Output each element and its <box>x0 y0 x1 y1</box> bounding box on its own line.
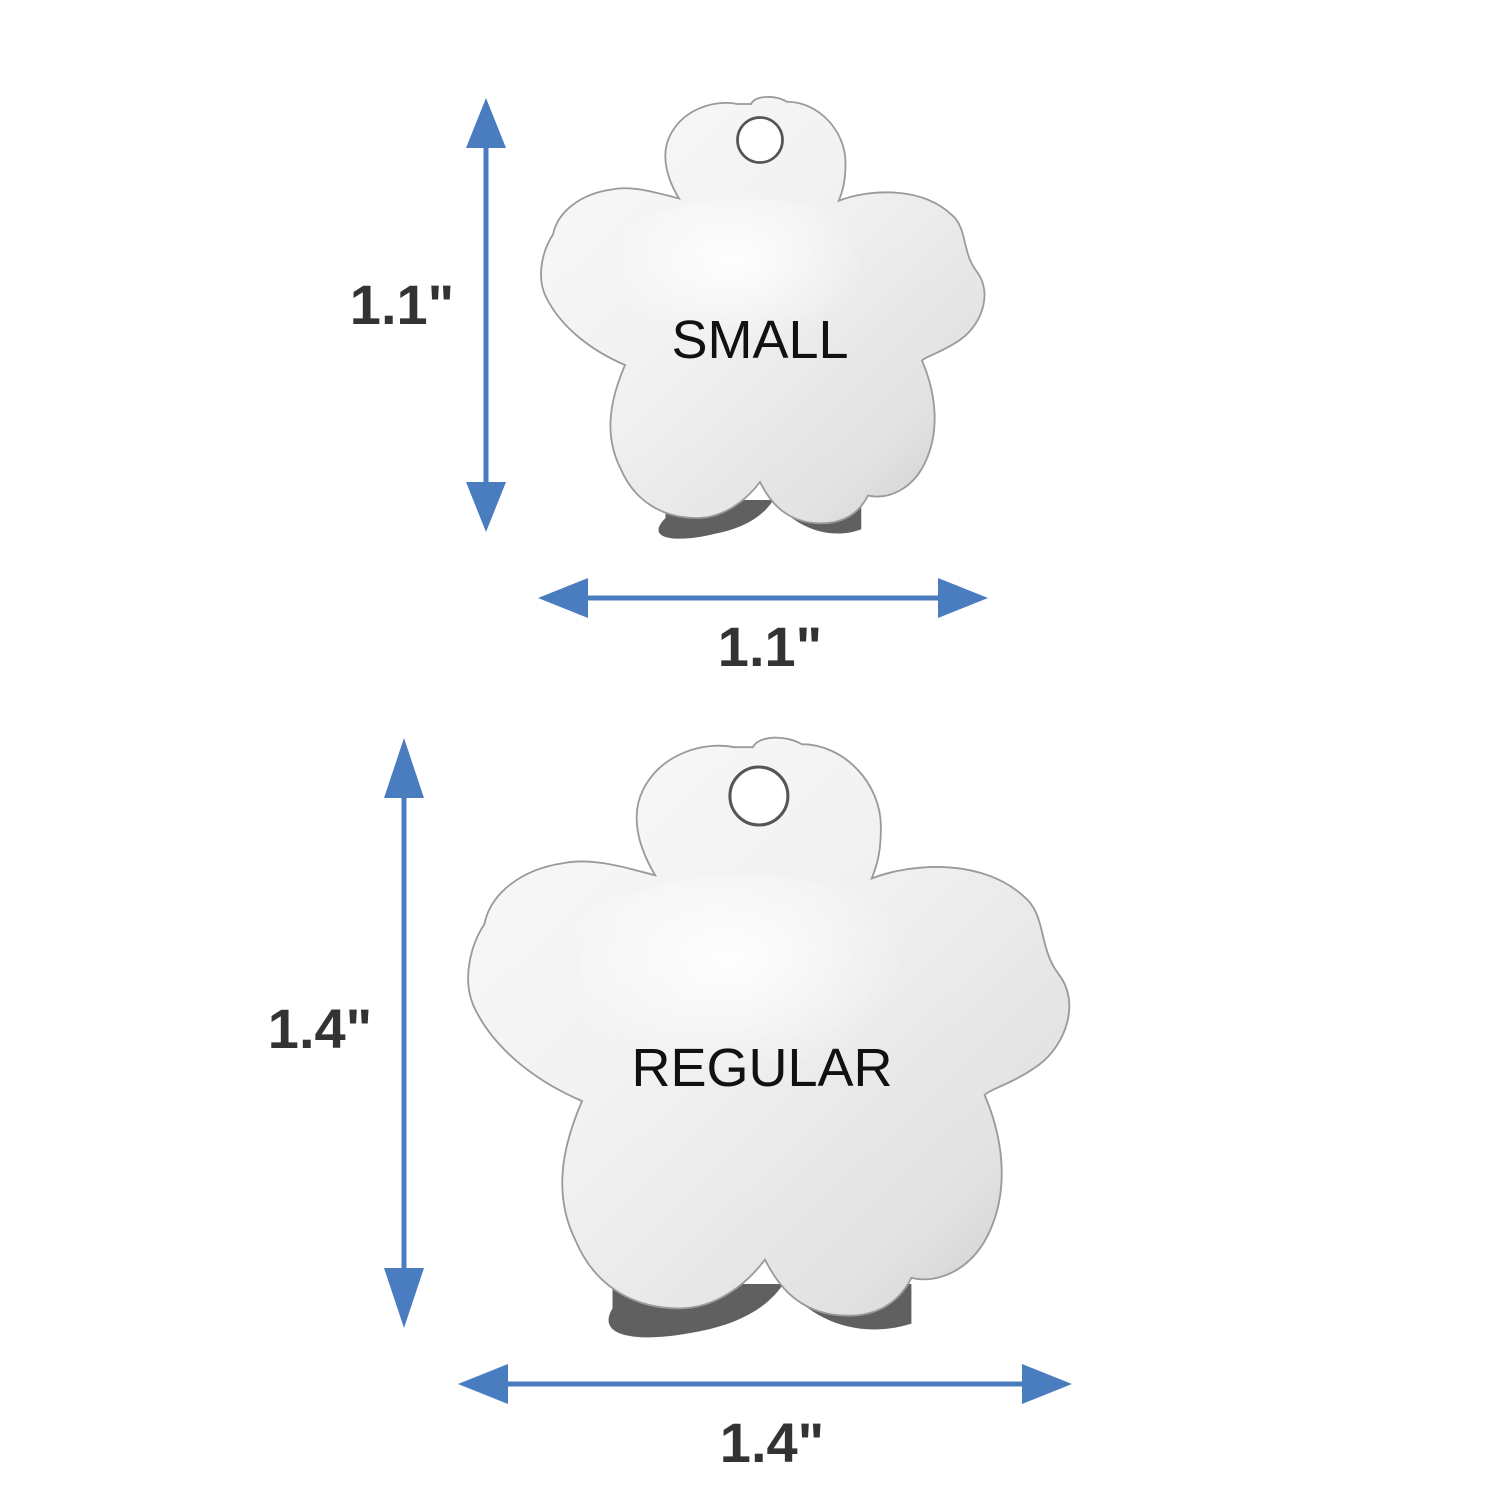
regular-height-arrow <box>384 738 424 1328</box>
regular-height-arrowhead-bottom <box>384 1268 424 1328</box>
small-tag-group: SMALL 1.1" 1.1" <box>350 96 988 678</box>
regular-height-arrowhead-top <box>384 738 424 798</box>
regular-flower-sheen <box>582 875 948 1114</box>
small-flower-tag <box>540 96 986 539</box>
regular-tag-hole <box>728 765 790 827</box>
small-height-label: 1.1" <box>350 273 454 336</box>
regular-tag-group: REGULAR 1.4" 1.4" <box>268 736 1072 1474</box>
small-height-arrowhead-bottom <box>466 482 506 532</box>
regular-width-arrowhead-right <box>1022 1364 1072 1404</box>
small-tag-hole <box>736 116 784 164</box>
regular-width-arrowhead-left <box>458 1364 508 1404</box>
small-flower-sheen <box>625 198 895 375</box>
small-tag-label: SMALL <box>671 310 848 370</box>
regular-width-label: 1.4" <box>720 1411 824 1474</box>
small-width-label: 1.1" <box>718 615 822 678</box>
small-height-arrowhead-top <box>466 98 506 148</box>
regular-width-arrow <box>458 1364 1072 1404</box>
small-width-arrowhead-left <box>538 578 588 618</box>
small-width-arrow <box>538 578 988 618</box>
regular-height-label: 1.4" <box>268 997 372 1060</box>
small-width-arrowhead-right <box>938 578 988 618</box>
regular-tag-label: REGULAR <box>631 1038 892 1098</box>
regular-flower-tag <box>467 736 1071 1338</box>
small-height-arrow <box>466 98 506 532</box>
